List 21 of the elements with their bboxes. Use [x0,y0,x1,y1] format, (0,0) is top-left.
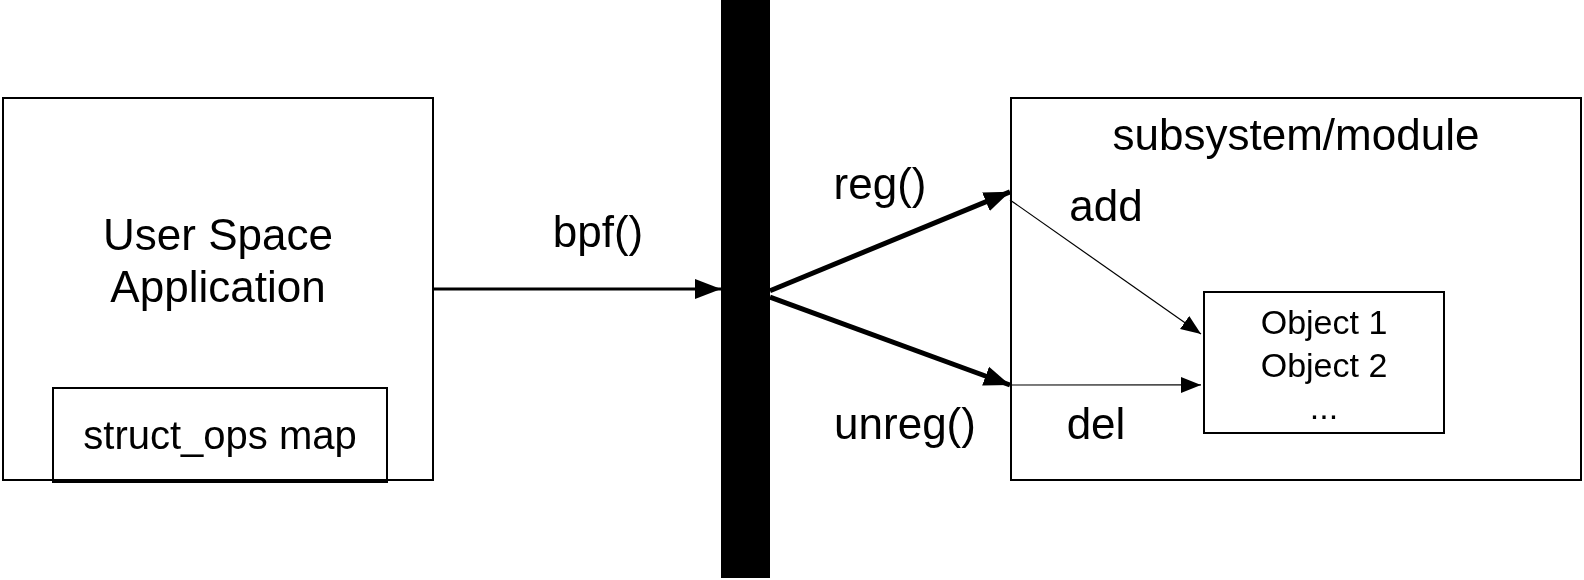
edge-label: bpf() [552,210,644,254]
component-box [1010,97,1582,481]
arrow [434,279,721,299]
arrow [769,189,1011,294]
edge-label: add [1069,184,1143,228]
edge-label: del [1066,402,1126,446]
arrow [1009,376,1202,393]
node-label: ... [1309,387,1339,428]
edge-label: reg() [833,162,927,206]
node-label: Object 2 [1260,344,1388,386]
inner-box [1203,291,1445,434]
node-label: subsystem/module [1112,109,1480,161]
node-label: Object 1 [1260,302,1388,343]
component-box [2,97,434,481]
barrier-bar [721,0,770,578]
node-label: struct_ops map [83,412,357,459]
node-label: User Space Application [102,209,334,313]
inner-box [52,387,388,483]
arrow [769,294,1011,388]
edge-label: unreg() [834,402,976,446]
arrow [1009,199,1202,335]
